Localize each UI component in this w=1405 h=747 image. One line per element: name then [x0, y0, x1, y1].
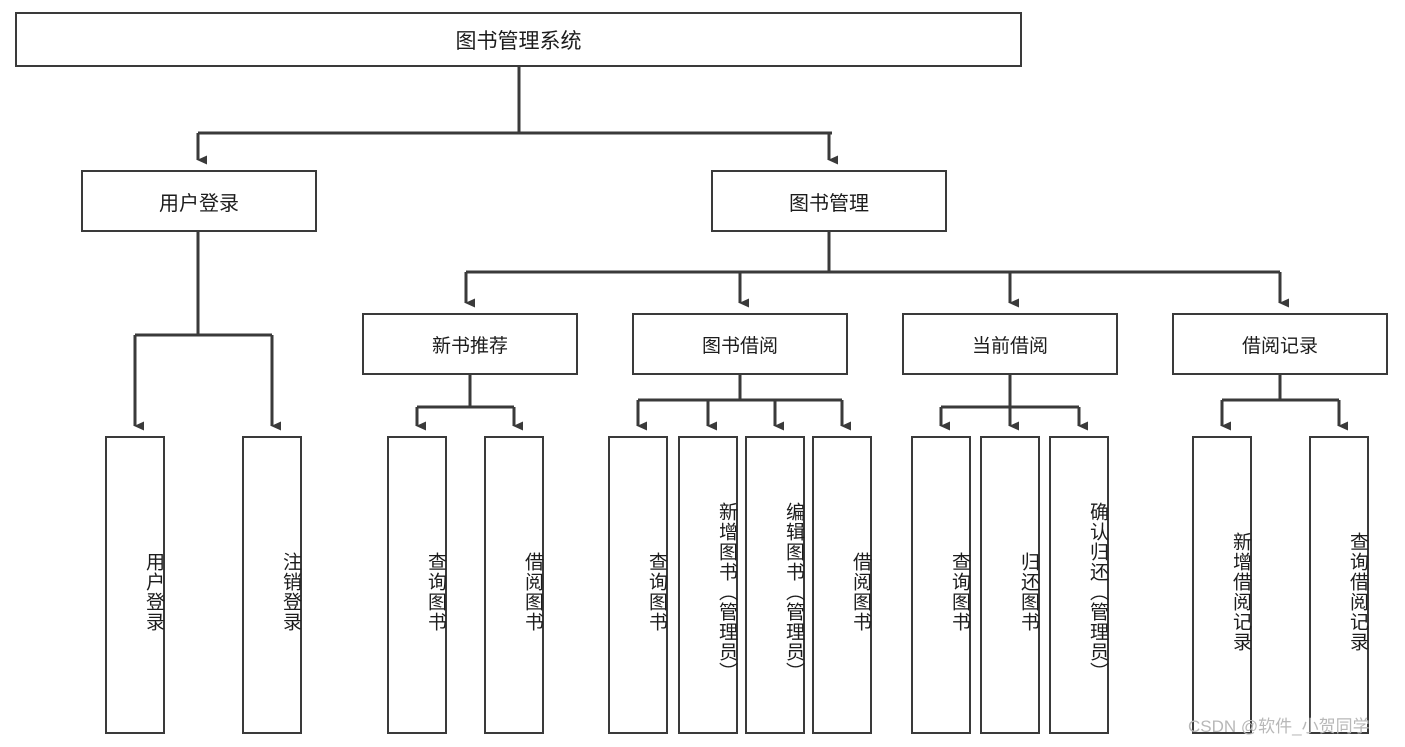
leaf-new-book-query[interactable]: 查询图书 [387, 436, 447, 734]
node-label: 编辑图书（管理员） [783, 502, 804, 682]
node-label: 用户登录 [143, 552, 164, 632]
leaf-new-book-borrow[interactable]: 借阅图书 [484, 436, 544, 734]
node-label: 归还图书 [1018, 552, 1039, 632]
node-label: 图书管理 [789, 192, 869, 215]
node-book-borrow[interactable]: 图书借阅 [632, 313, 848, 375]
node-label: 当前借阅 [971, 335, 1048, 357]
leaf-book-borrow-edit[interactable]: 编辑图书（管理员） [745, 436, 805, 734]
node-user-login[interactable]: 用户登录 [81, 170, 317, 232]
leaf-user-login-signout[interactable]: 注销登录 [242, 436, 302, 734]
node-label: 查询图书 [646, 552, 667, 632]
node-label: 查询图书 [949, 552, 970, 632]
node-label: 新增图书（管理员） [716, 502, 737, 682]
node-current-borrow[interactable]: 当前借阅 [902, 313, 1118, 375]
node-label: 查询借阅记录 [1347, 532, 1368, 652]
leaf-book-borrow-query[interactable]: 查询图书 [608, 436, 668, 734]
node-label: 注销登录 [280, 552, 301, 632]
node-label: 新书推荐 [431, 335, 508, 357]
csdn-watermark: CSDN @软件_小贺同学 [1188, 717, 1370, 736]
leaf-book-borrow-add[interactable]: 新增图书（管理员） [678, 436, 738, 734]
leaf-current-borrow-confirm-return[interactable]: 确认归还（管理员） [1049, 436, 1109, 734]
leaf-current-borrow-query[interactable]: 查询图书 [911, 436, 971, 734]
node-new-book-recommend[interactable]: 新书推荐 [362, 313, 578, 375]
node-label: 借阅图书 [522, 552, 543, 632]
node-borrow-records[interactable]: 借阅记录 [1172, 313, 1388, 375]
leaf-borrow-records-add[interactable]: 新增借阅记录 [1192, 436, 1252, 734]
leaf-book-borrow-lend[interactable]: 借阅图书 [812, 436, 872, 734]
node-root-book-management-system[interactable]: 图书管理系统 [15, 12, 1022, 67]
node-label: 用户登录 [159, 192, 239, 215]
node-label: 图书借阅 [701, 335, 778, 357]
node-label: 查询图书 [425, 552, 446, 632]
node-label: 借阅记录 [1241, 335, 1318, 357]
leaf-current-borrow-return[interactable]: 归还图书 [980, 436, 1040, 734]
node-label: 图书管理系统 [455, 29, 582, 53]
node-label: 新增借阅记录 [1230, 532, 1251, 652]
node-label: 借阅图书 [850, 552, 871, 632]
leaf-user-login-signin[interactable]: 用户登录 [105, 436, 165, 734]
leaf-borrow-records-query[interactable]: 查询借阅记录 [1309, 436, 1369, 734]
node-book-management[interactable]: 图书管理 [711, 170, 947, 232]
node-label: 确认归还（管理员） [1087, 502, 1108, 682]
